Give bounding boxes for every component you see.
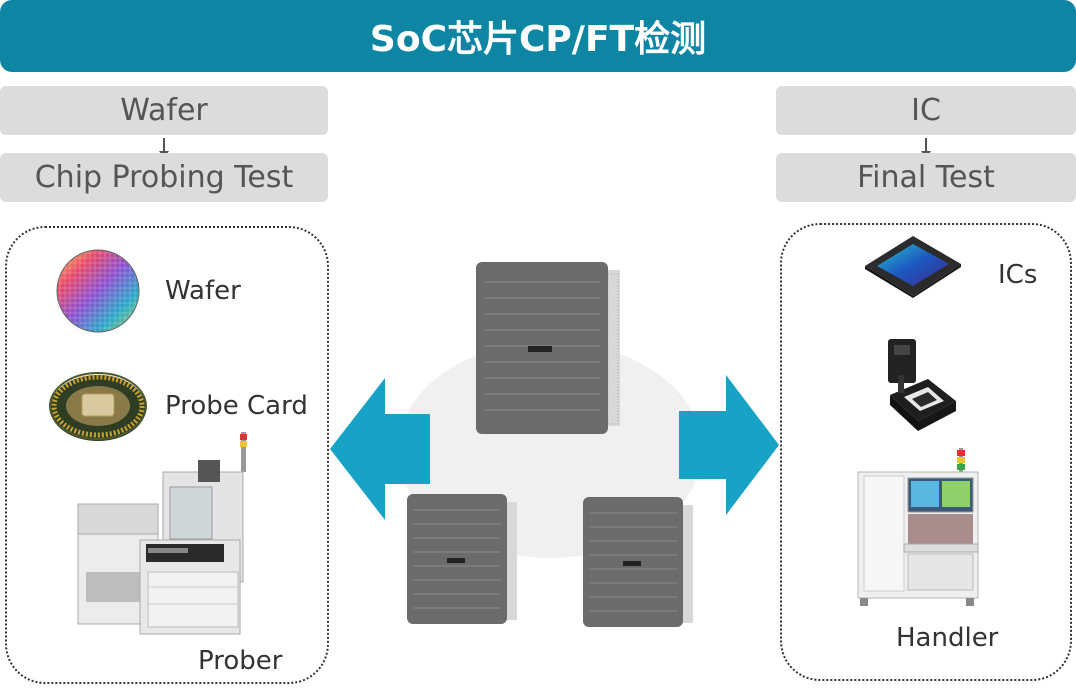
- tester-server-image-left: [407, 494, 517, 624]
- handler-machine-image: [857, 448, 979, 606]
- ics-label: ICs: [998, 260, 1038, 290]
- cp-equipment-panel: [5, 226, 329, 684]
- tester-server-image-top: [476, 262, 620, 434]
- step-wafer: Wafer: [0, 86, 328, 135]
- ic-socket-image: [888, 339, 956, 431]
- flow-arrow-left: [159, 138, 169, 158]
- flow-arrow-right: [921, 138, 931, 158]
- probe-card-image: [49, 372, 147, 441]
- probe-card-label: Probe Card: [165, 391, 308, 421]
- ft-equipment-panel: [780, 223, 1072, 681]
- wafer-image: [56, 249, 140, 333]
- ic-chip-image: [865, 236, 961, 298]
- prober-label: Prober: [198, 646, 283, 676]
- tester-server-image-right: [583, 497, 693, 627]
- arrow-to-cp-icon: [330, 378, 430, 520]
- step-chip-probing-test: Chip Probing Test: [0, 153, 328, 202]
- step-final-test: Final Test: [776, 153, 1076, 202]
- prober-machine-image: [77, 432, 247, 635]
- arrow-to-ft-icon: [679, 375, 779, 515]
- step-ic: IC: [776, 86, 1076, 135]
- page-title: SoC芯片CP/FT检测: [0, 0, 1076, 72]
- wafer-label: Wafer: [165, 276, 241, 306]
- handler-label: Handler: [896, 623, 999, 653]
